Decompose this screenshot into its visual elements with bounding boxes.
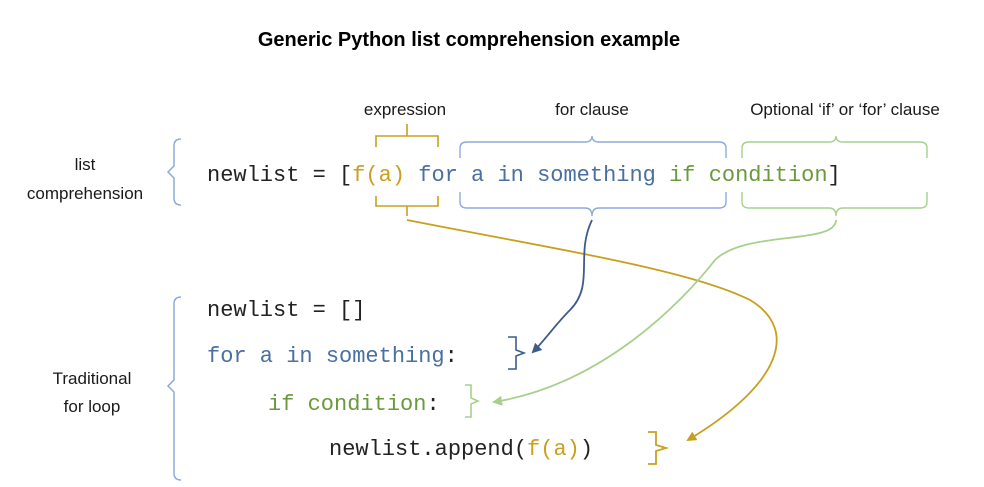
loop-append-prefix: newlist.append( [329,437,527,462]
comprehension-code-line: newlist = [f(a) for a in something if co… [207,163,841,188]
loop-if-clause: if condition [268,392,426,417]
loop-append-right-brace [648,431,670,465]
loop-append-suffix: ) [580,437,593,462]
traditional-loop-label-line2: for loop [64,397,121,416]
loop-if-right-brace [465,384,481,418]
if-clause-bottom-brace [741,192,928,217]
loop-append-expression: f(a) [527,437,580,462]
comprehension-space-1 [405,163,418,188]
list-comprehension-label-line1: list [75,155,96,174]
loop-for-colon: : [445,344,458,369]
optional-clause-label: Optional ‘if’ or ‘for’ clause [750,100,940,119]
list-comprehension-label-line2: comprehension [27,184,143,203]
loop-line-3: if condition: [268,392,440,417]
expression-connector-arrow [406,219,778,442]
comprehension-suffix: ] [828,163,841,188]
loop-line-2: for a in something: [207,344,458,369]
expression-label: expression [364,100,446,119]
loop-line-1: newlist = [] [207,298,365,323]
if-clause-top-brace [741,135,928,158]
for-clause-label: for clause [555,100,629,119]
traditional-loop-left-bracket [166,296,182,481]
expression-bottom-brace [375,196,439,216]
loop-for-right-brace [508,336,527,370]
comprehension-for-clause: for a in something [418,163,656,188]
comprehension-space-2 [656,163,669,188]
if-clause-connector-arrow [492,219,837,406]
list-comprehension-left-bracket [166,138,182,206]
loop-line-4: newlist.append(f(a)) [329,437,593,462]
expression-top-brace [375,124,439,147]
traditional-loop-label-line1: Traditional [53,369,132,388]
for-clause-bottom-brace [459,192,727,217]
comprehension-expression: f(a) [352,163,405,188]
comprehension-if-clause: if condition [669,163,827,188]
loop-if-colon: : [426,392,439,417]
page-title: Generic Python list comprehension exampl… [258,29,680,51]
comprehension-prefix: newlist = [ [207,163,352,188]
for-clause-connector-arrow [531,219,593,354]
for-clause-top-brace [459,135,727,158]
loop-for-clause: for a in something [207,344,445,369]
